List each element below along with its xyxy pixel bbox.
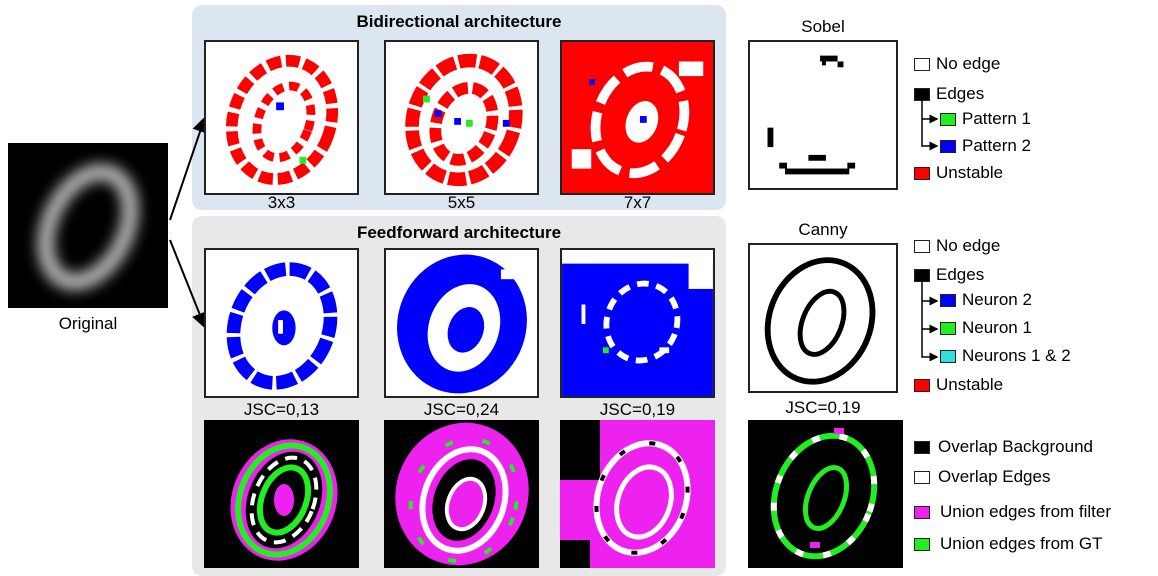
overlap-legend-gt: Union edges from GT — [940, 534, 1103, 553]
bidir-caption-7x7: 7x7 — [623, 193, 652, 212]
overlap-legend-background: Overlap Background — [938, 437, 1093, 456]
overlap-legend-edges-swatch — [914, 471, 930, 484]
canny-legend-edges: Edges — [936, 265, 985, 284]
canny-legend-tree — [921, 281, 939, 361]
bidir-caption-5x5: 5x5 — [447, 193, 476, 212]
ff-jsc-1: JSC=0,13 — [243, 400, 320, 419]
canny-legend-neurons12-swatch — [940, 350, 956, 363]
original-image — [8, 143, 168, 308]
overlap-legend-gt-swatch — [914, 538, 930, 551]
canny-legend-neuron1-swatch — [940, 322, 956, 335]
canny-legend-neuron1: Neuron 1 — [962, 318, 1032, 337]
ff-jsc-3: JSC=0,19 — [599, 400, 676, 419]
feedforward-title: Feedforward architecture — [356, 223, 562, 242]
overlap-image-3 — [560, 420, 715, 568]
overlap-image-1 — [204, 420, 359, 568]
overlap-image-2 — [384, 420, 539, 568]
canny-legend-no-edge: No edge — [936, 236, 1001, 255]
arrows — [169, 116, 208, 329]
sobel-image — [748, 40, 898, 190]
sobel-legend-pattern1-swatch — [940, 113, 956, 126]
ff-image-1 — [204, 248, 359, 398]
canny-legend-unstable: Unstable — [936, 375, 1004, 394]
sobel-legend-pattern2-swatch — [940, 140, 956, 153]
overlap-legend-background-swatch — [914, 441, 930, 454]
ff-image-2 — [384, 248, 539, 398]
overlap-legend-edges: Overlap Edges — [938, 467, 1051, 486]
sobel-legend-unstable: Unstable — [936, 163, 1004, 182]
canny-jsc: JSC=0,19 — [785, 398, 861, 417]
sobel-title: Sobel — [801, 17, 845, 36]
canny-legend-neurons12: Neurons 1 & 2 — [962, 346, 1071, 365]
arrow-to-feedforward — [169, 239, 207, 329]
sobel-legend-pattern1: Pattern 1 — [962, 109, 1031, 128]
ff-jsc-2: JSC=0,24 — [423, 400, 500, 419]
canny-legend-unstable-swatch — [914, 379, 930, 392]
bidir-7x7-image — [560, 40, 715, 195]
arrow-to-bidirectional — [169, 116, 208, 221]
sobel-legend-tree — [921, 100, 939, 151]
overlap-legend-filter: Union edges from filter — [940, 502, 1112, 521]
canny-title: Canny — [798, 220, 848, 239]
canny-overlap-image — [748, 420, 903, 568]
sobel-legend-no-edge: No edge — [936, 54, 1001, 73]
sobel-legend-unstable-swatch — [914, 167, 930, 180]
original-caption: Original — [58, 314, 118, 333]
overlap-legend-filter-swatch — [914, 506, 930, 519]
sobel-legend-edges: Edges — [936, 84, 985, 103]
ff-image-3 — [560, 248, 715, 398]
sobel-legend-pattern2: Pattern 2 — [962, 136, 1031, 155]
bidir-3x3-image — [204, 40, 359, 195]
bidir-5x5-image — [384, 40, 539, 195]
canny-legend-no-edge-swatch — [914, 240, 930, 253]
bidirectional-title: Bidirectional architecture — [356, 12, 562, 31]
bidir-caption-3x3: 3x3 — [267, 193, 296, 212]
canny-image — [748, 243, 898, 393]
sobel-legend-no-edge-swatch — [914, 58, 930, 71]
canny-legend-neuron2: Neuron 2 — [962, 290, 1032, 309]
canny-legend-neuron2-swatch — [940, 294, 956, 307]
